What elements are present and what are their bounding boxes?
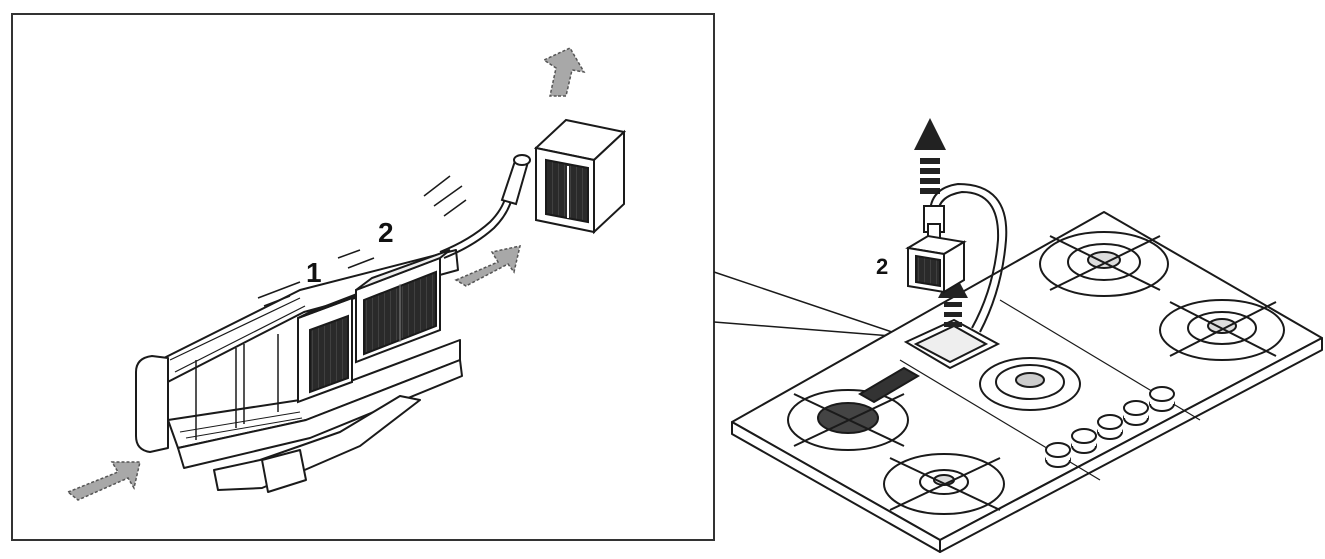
airflow-inlet-arrow-icon: [66, 461, 141, 501]
callout-label-1: 1: [306, 257, 322, 288]
grate-handle: [858, 366, 920, 404]
burner-back-right: [1159, 299, 1285, 361]
knob-2: [1071, 428, 1097, 454]
cooktop-plug-icon: [923, 205, 945, 241]
knob-3: [1097, 414, 1123, 440]
filter-cartridge-2: [355, 249, 451, 364]
callout-connector-lines: [713, 271, 893, 337]
knob-5: [1149, 386, 1175, 412]
callout-label-2: 2: [378, 217, 394, 248]
replacement-filter-box: [533, 118, 627, 235]
cooktop-cable: [929, 182, 1008, 333]
burner-front-right: [883, 453, 1005, 515]
lifted-filter-block: [905, 234, 967, 294]
burner-back-left: [1039, 231, 1169, 297]
filter-cartridge-1: [297, 291, 363, 404]
callout-label-right-2: 2: [876, 254, 888, 279]
sensor-cable: [439, 195, 513, 259]
control-knobs: [1045, 386, 1175, 468]
motion-lines: [257, 175, 467, 307]
extraction-vent-opening: [903, 318, 1001, 370]
burner-front-left: [787, 389, 909, 451]
knob-4: [1123, 400, 1149, 426]
lift-up-arrow-icon: [914, 118, 946, 194]
airflow-outlet-arrow-icon: [542, 47, 586, 97]
knob-1: [1045, 442, 1071, 468]
plug-connector-icon: [500, 154, 531, 206]
burner-center-wok: [979, 357, 1081, 411]
airflow-mid-arrow-icon: [454, 245, 521, 287]
